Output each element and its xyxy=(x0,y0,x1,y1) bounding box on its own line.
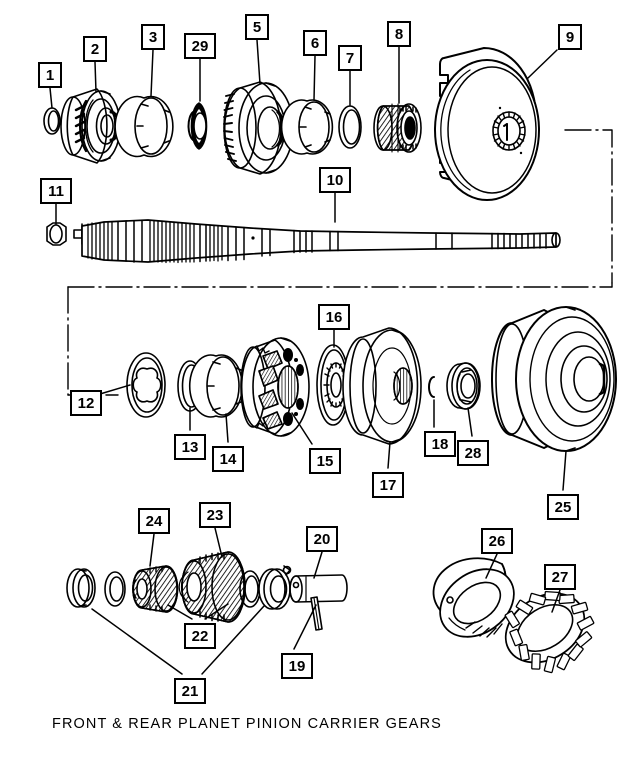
part-22-pinion-bearing-washer-left xyxy=(104,571,126,607)
callout-19[interactable]: 19 xyxy=(281,653,313,679)
part-7-thrust-washer xyxy=(338,105,362,149)
part-18-snap-ring-small xyxy=(428,376,435,398)
part-15-planet-pinion-carrier xyxy=(240,337,310,437)
part-11-shaft-seal-ring xyxy=(46,222,67,246)
callout-1[interactable]: 1 xyxy=(38,62,62,88)
callout-12[interactable]: 12 xyxy=(70,390,102,416)
callout-24[interactable]: 24 xyxy=(138,508,170,534)
part-20-pinion-shaft xyxy=(289,574,348,603)
diagram-caption: FRONT & REAR PLANET PINION CARRIER GEARS xyxy=(52,716,442,732)
part-21-pinion-thrust-washer-left xyxy=(66,568,96,608)
callout-5[interactable]: 5 xyxy=(245,14,269,40)
callout-10[interactable]: 10 xyxy=(319,167,351,193)
callout-11[interactable]: 11 xyxy=(40,178,72,204)
part-17-sun-gear-drum xyxy=(342,327,422,445)
callout-15[interactable]: 15 xyxy=(309,448,341,474)
callout-16[interactable]: 16 xyxy=(318,304,350,330)
part-19-roll-pin xyxy=(310,596,323,631)
part-9-hub-spline xyxy=(492,111,526,151)
callout-23[interactable]: 23 xyxy=(199,502,231,528)
part-3-snap-ring xyxy=(114,95,174,158)
part-2-front-clutch-hub xyxy=(60,88,121,164)
part-5-ring-gear xyxy=(223,81,294,175)
part-10-output-shaft xyxy=(73,219,561,264)
callout-26[interactable]: 26 xyxy=(481,528,513,554)
callout-29[interactable]: 29 xyxy=(184,33,216,59)
part-12-thrust-washer-tabbed xyxy=(126,352,166,418)
part-26-bearing-race-outer xyxy=(432,557,515,638)
callout-8[interactable]: 8 xyxy=(387,21,411,47)
part-27-roller-bearing-cage xyxy=(504,590,595,674)
part-24-pinion-gear-short xyxy=(132,565,179,613)
part-25-rear-clutch-drum xyxy=(491,306,617,452)
callout-22[interactable]: 22 xyxy=(184,623,216,649)
callout-9[interactable]: 9 xyxy=(558,24,582,50)
part-6-snap-ring-rear xyxy=(280,99,334,155)
callout-17[interactable]: 17 xyxy=(372,472,404,498)
callout-28[interactable]: 28 xyxy=(457,440,489,466)
callout-20[interactable]: 20 xyxy=(306,526,338,552)
part-9-clutch-drum xyxy=(434,47,540,201)
part-28-bearing-race xyxy=(446,362,481,410)
callout-13[interactable]: 13 xyxy=(174,434,206,460)
callout-21[interactable]: 21 xyxy=(174,678,206,704)
leader-lines xyxy=(49,39,567,675)
part-21-pinion-thrust-washer-right xyxy=(258,565,292,610)
part-29-thrust-washer-lobed xyxy=(187,102,208,150)
roller-elements xyxy=(504,590,595,674)
callout-3[interactable]: 3 xyxy=(141,24,165,50)
part-14-snap-ring-carrier xyxy=(188,354,244,418)
callout-7[interactable]: 7 xyxy=(338,45,362,71)
callout-6[interactable]: 6 xyxy=(303,30,327,56)
callout-18[interactable]: 18 xyxy=(424,431,456,457)
callout-14[interactable]: 14 xyxy=(212,446,244,472)
part-23-pinion-gear-long xyxy=(178,551,246,623)
callout-25[interactable]: 25 xyxy=(547,494,579,520)
carrier-pinion-windows xyxy=(258,350,283,430)
callout-27[interactable]: 27 xyxy=(544,564,576,590)
part-8-splined-sleeve xyxy=(373,103,422,153)
callout-2[interactable]: 2 xyxy=(83,36,107,62)
